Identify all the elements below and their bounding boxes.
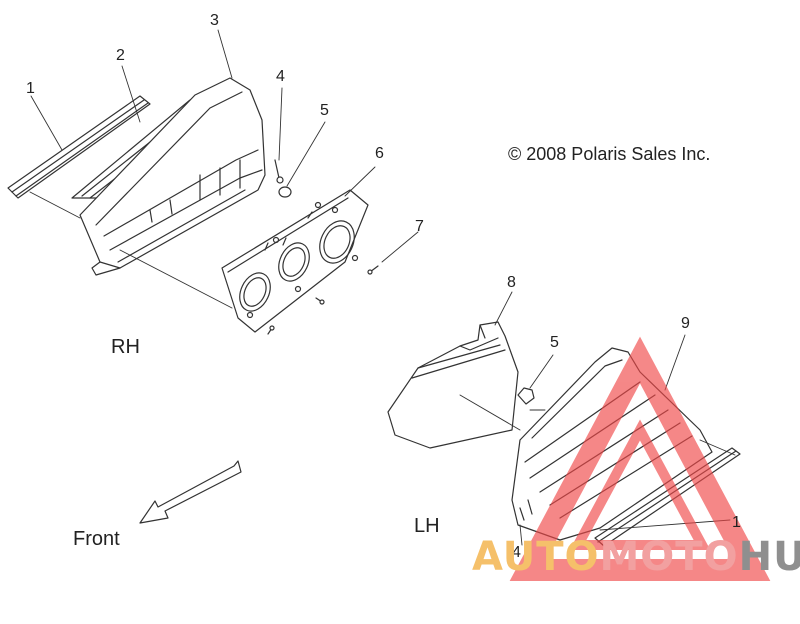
watermark-text: AUTOMOTOHUB <box>472 534 800 580</box>
callout-1: 1 <box>26 80 35 97</box>
watermark-logo-icon <box>509 336 771 581</box>
lh-leader-lines <box>459 291 736 546</box>
callout-5-lh: 5 <box>550 334 559 351</box>
callout-2: 2 <box>116 47 125 64</box>
callout-7: 7 <box>415 218 424 235</box>
callout-6: 6 <box>375 145 384 162</box>
watermark-part-auto: AUTO <box>472 534 600 580</box>
rh-screws-7 <box>264 211 379 335</box>
rh-leader-lines <box>29 29 419 309</box>
front-arrow <box>139 460 242 524</box>
callout-1-lh: 1 <box>732 514 741 531</box>
lh-grommet-5 <box>517 387 535 405</box>
watermark-part-hub: HUB <box>738 534 800 580</box>
rh-gauge-panel <box>221 189 369 333</box>
callout-9: 9 <box>681 315 690 332</box>
lh-label: LH <box>414 515 440 537</box>
callout-8: 8 <box>507 274 516 291</box>
rh-instrument-housing <box>79 77 266 276</box>
callout-4: 4 <box>276 68 285 85</box>
rh-label: RH <box>111 336 140 358</box>
front-label: Front <box>73 528 120 550</box>
callout-5: 5 <box>320 102 329 119</box>
rh-grommet-5 <box>278 186 292 198</box>
copyright-notice: © 2008 Polaris Sales Inc. <box>508 144 711 164</box>
lh-cover <box>387 321 519 449</box>
callout-4-lh: 4 <box>512 544 521 561</box>
rh-trim-strip <box>7 95 151 199</box>
callout-3: 3 <box>210 12 219 29</box>
watermark-part-moto: MOTO <box>599 534 739 580</box>
rh-screw-4 <box>274 159 284 184</box>
